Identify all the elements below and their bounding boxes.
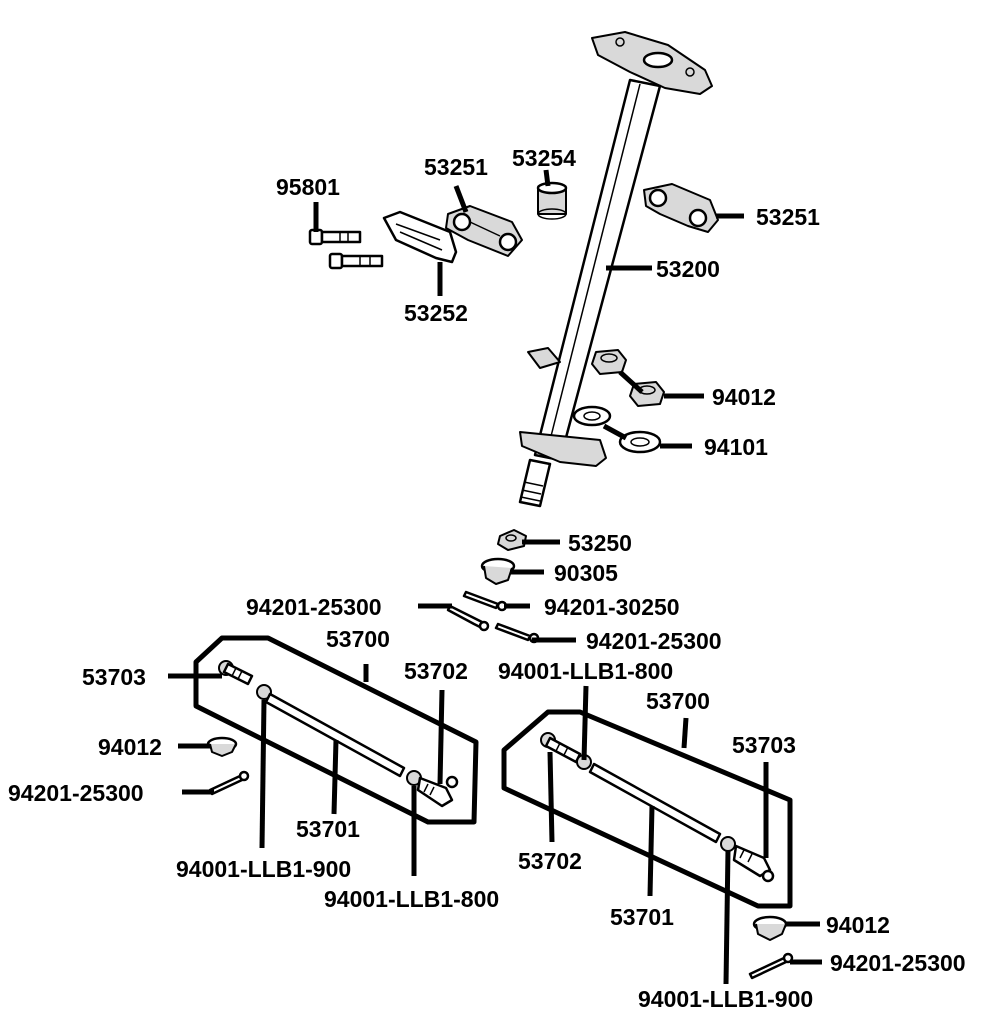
callout-94012-left: 94012 [98,734,162,760]
callout-53250: 53250 [568,530,632,556]
nut-90305 [480,557,516,585]
leader-lines [168,169,822,985]
callout-53701-left: 53701 [296,816,360,842]
callout-53252: 53252 [404,300,468,326]
callout-94001-llb1-800-top: 94001-LLB1-800 [498,658,674,684]
callout-53251-right: 53251 [756,204,820,230]
callout-94201-30250: 94201-30250 [544,594,680,620]
tie-rod-right-parts [540,732,794,980]
callout-94001-llb1-900-right: 94001-LLB1-900 [638,986,814,1012]
callout-53254: 53254 [512,145,576,171]
callout-53700-left: 53700 [326,626,390,652]
callout-94201-25300-b: 94201-25300 [586,628,722,654]
callout-53703-right: 53703 [732,732,796,758]
callout-53700-right: 53700 [646,688,710,714]
bolts-95801 [308,228,384,270]
callout-94012-right: 94012 [826,912,890,938]
callout-53702-left: 53702 [404,658,468,684]
callout-95801: 95801 [276,174,340,200]
callout-94201-25300-a: 94201-25300 [246,594,382,620]
callout-94012-top: 94012 [712,384,776,410]
callout-94101: 94101 [704,434,768,460]
callout-94201-25300-right: 94201-25300 [830,950,966,976]
washer-53250 [497,529,527,551]
clamp-53251-left [445,205,523,257]
callout-53702-right: 53702 [518,848,582,874]
bushing-53254 [536,181,568,220]
callout-53701-right: 53701 [610,904,674,930]
cotter-pins [446,590,540,644]
tie-rod-left-parts [206,660,459,808]
tie-rod-kit-outline-left [193,635,479,825]
callout-94201-25300-left: 94201-25300 [8,780,144,806]
callout-94001-llb1-900-left: 94001-LLB1-900 [176,856,352,882]
tie-rod-kit-outline-right [501,709,793,909]
clamp-53251-right [643,183,719,233]
steering-shaft-53200 [518,31,713,508]
callout-53251-left: 53251 [424,154,488,180]
plate-53252 [382,210,458,264]
callout-53703-left: 53703 [82,664,146,690]
callout-90305: 90305 [554,560,618,586]
callout-53200: 53200 [656,256,720,282]
washers-94101 [572,405,662,454]
callout-94001-llb1-800-bottom: 94001-LLB1-800 [324,886,500,912]
